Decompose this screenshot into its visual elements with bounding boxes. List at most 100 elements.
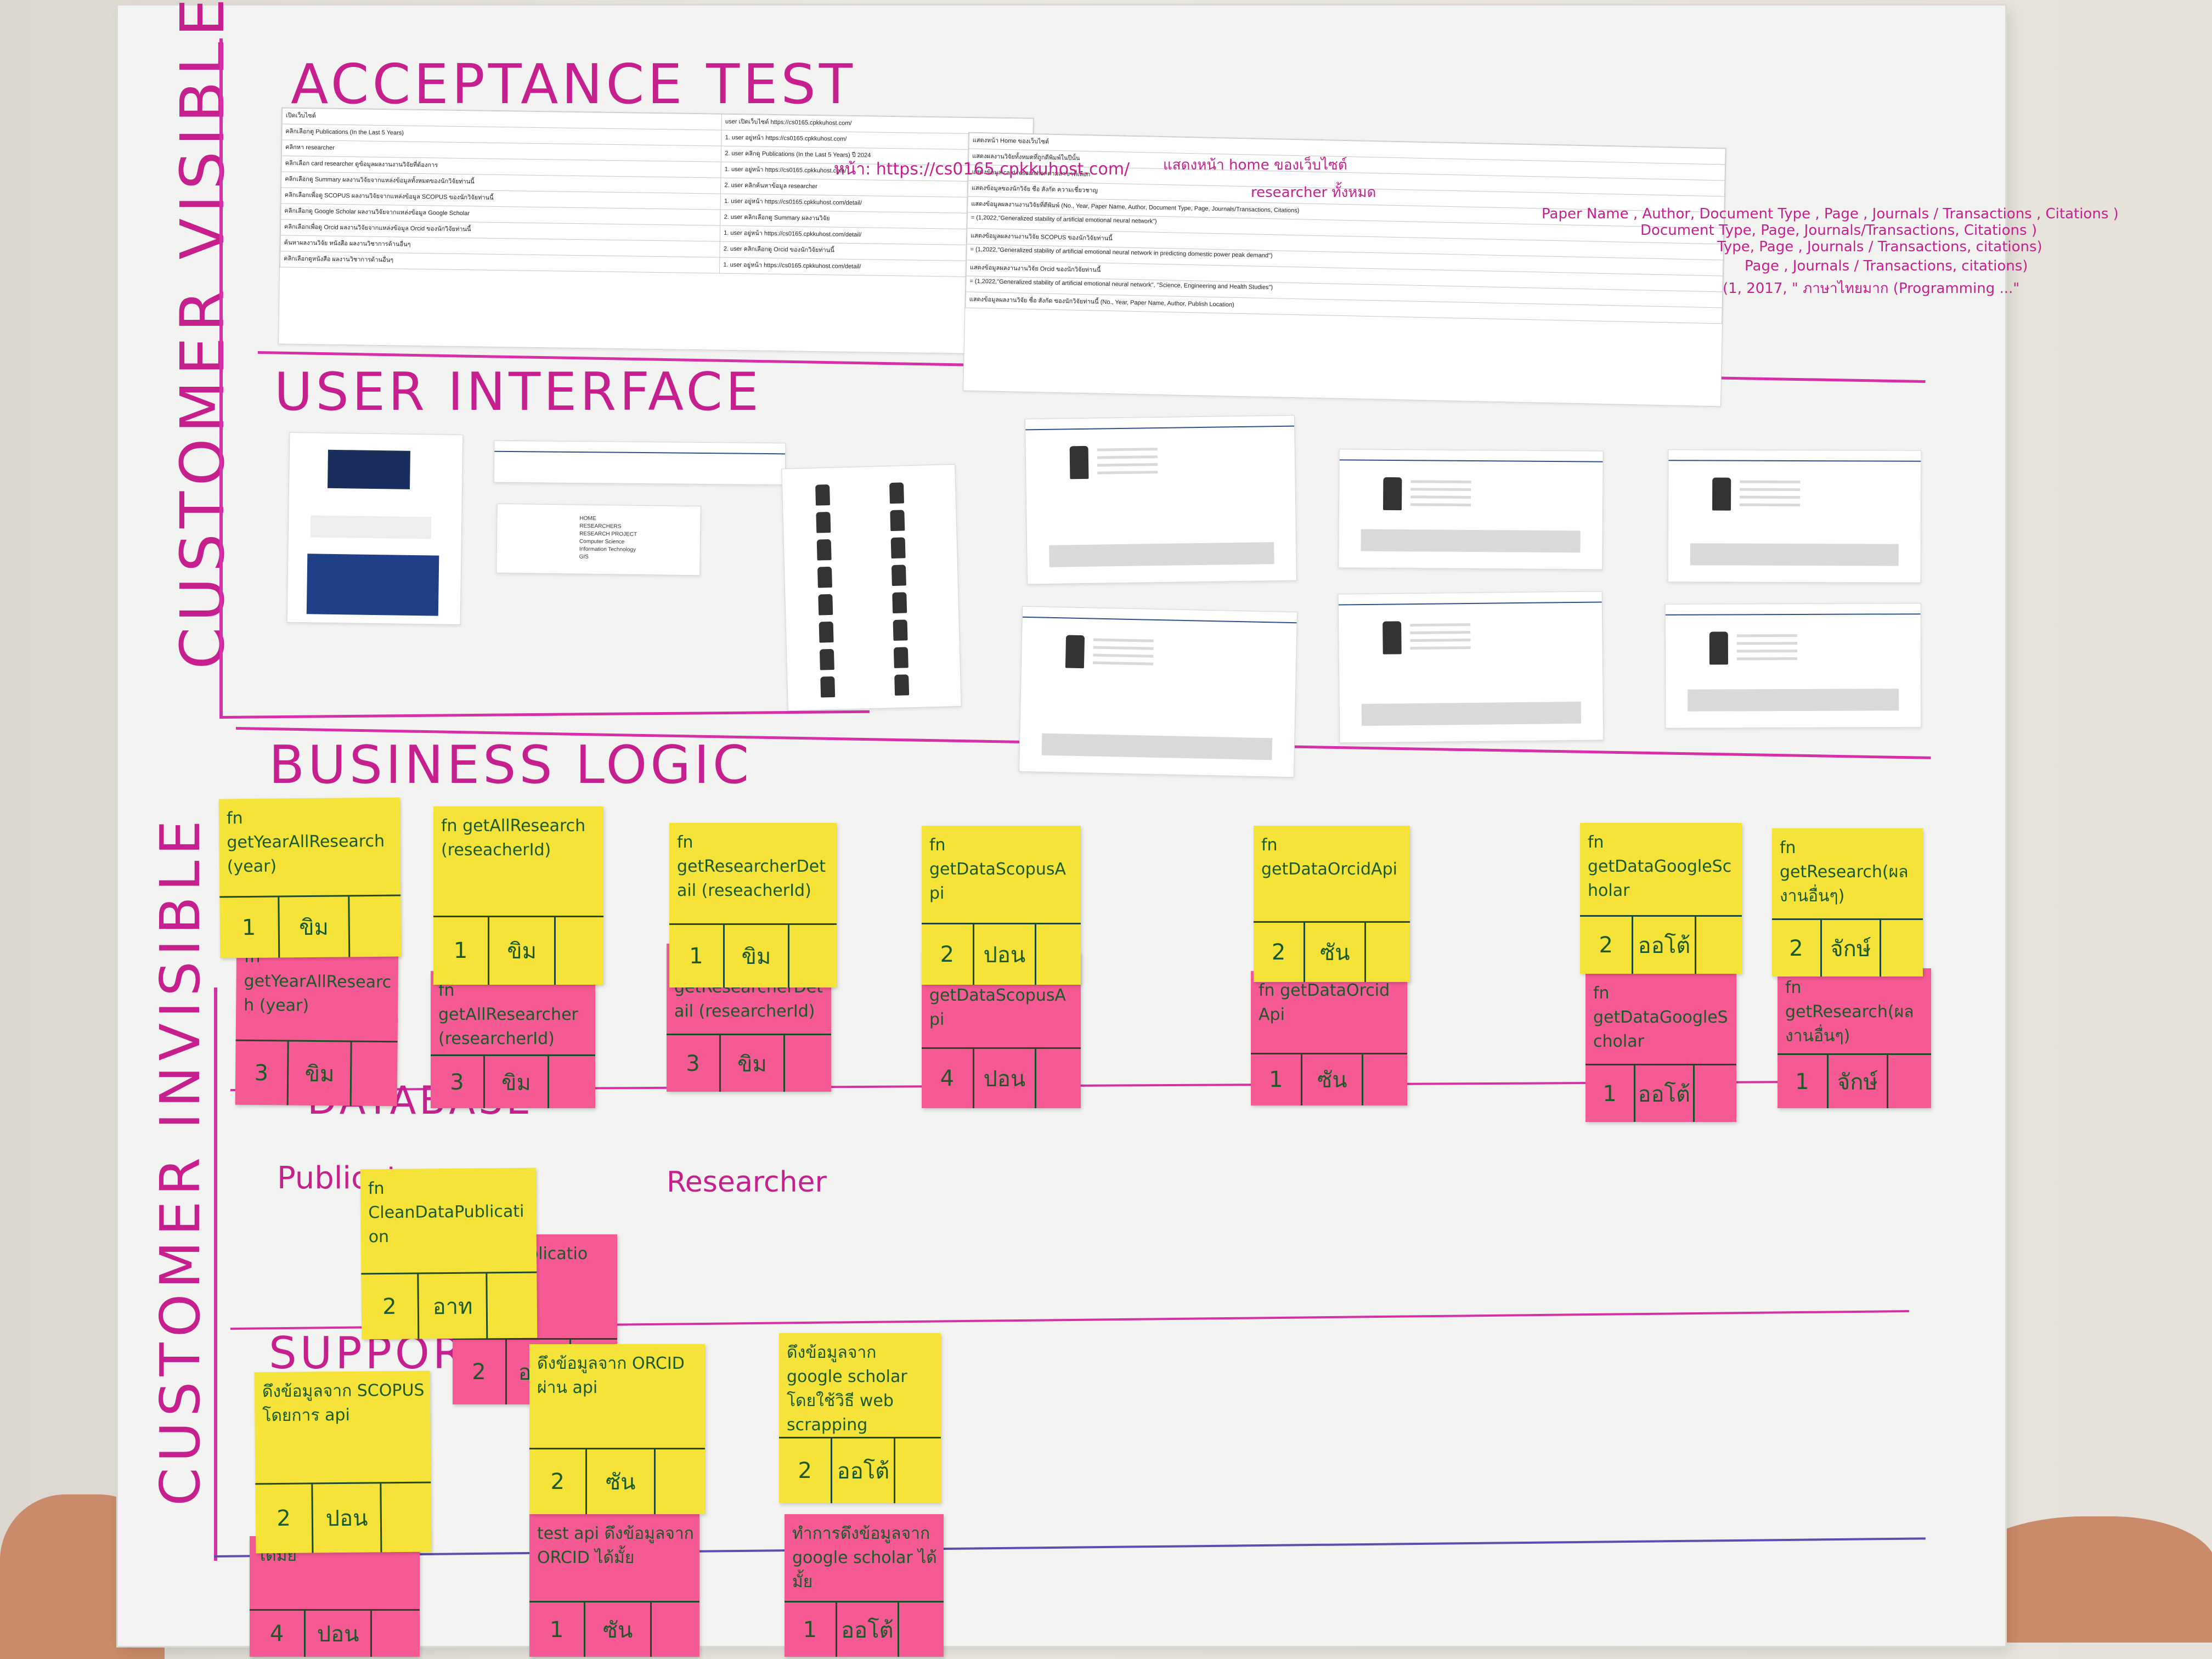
shot-text-line (1740, 503, 1801, 507)
note-owner: ขิม (489, 917, 556, 985)
researcher-photo (1709, 631, 1728, 665)
shot-text-line (1740, 488, 1801, 492)
note-priority: 2 (922, 924, 974, 985)
support-note-3: ดึงข้อมูลจาก google scholar โดยใช้วิธี w… (779, 1333, 941, 1503)
researcher-photo (816, 511, 831, 533)
shot-header (1668, 450, 1921, 462)
shot-text-line (1410, 623, 1471, 627)
note-blank-cell (1036, 1049, 1081, 1108)
shot-text-line (1097, 448, 1158, 452)
menu-gis: GIS (579, 554, 589, 560)
shot-text-line (1097, 471, 1158, 475)
note-priority: 1 (669, 925, 725, 988)
frame-vertical-bottom (214, 988, 217, 1561)
shot-table (1361, 701, 1582, 726)
note-owner: ซัน (585, 1602, 652, 1657)
note-blank-cell (656, 1449, 705, 1514)
acceptance-table-1: เปิดเว็บไซต์user เปิดเว็บไซต์ https://cs… (280, 108, 1034, 278)
researcher-photo (820, 676, 836, 698)
note-title: fn getResearch(ผลงานอื่นๆ) (1780, 838, 1909, 906)
shot-text-line (1410, 639, 1471, 642)
note-owner: ปอน (306, 1611, 372, 1657)
note-priority: 1 (529, 1602, 586, 1657)
note-owner: ซัน (1305, 922, 1367, 982)
note-priority: 3 (235, 1041, 290, 1105)
note-owner: ปอน (974, 1048, 1036, 1108)
note-title: fn CleanDataPublication (368, 1179, 524, 1247)
note-blank-cell (1696, 917, 1742, 974)
note-owner: จักษ์ (1829, 1055, 1888, 1108)
note-owner: ปอน (313, 1483, 382, 1553)
note-owner: ออโต้ (1635, 1065, 1695, 1122)
ui-shot-detail-6 (1664, 603, 1922, 729)
note-priority: 2 (529, 1449, 588, 1514)
ui-shot-home (286, 432, 464, 625)
note-priority: 4 (250, 1611, 306, 1657)
researcher-photo (889, 482, 904, 504)
shot-header (1338, 591, 1602, 606)
ui-shot-detail-4 (1018, 606, 1298, 778)
note-owner: ซัน (1302, 1054, 1364, 1105)
note-blank-cell (1888, 1055, 1931, 1108)
shot-text-line (1410, 631, 1471, 635)
note-blank-cell (549, 1056, 595, 1108)
note-priority: 2 (453, 1340, 507, 1404)
note-blank-cell (352, 1042, 398, 1107)
shot-text-line (1097, 463, 1158, 467)
note-blank-cell (895, 1438, 941, 1503)
researcher-photo (1065, 635, 1085, 669)
shot-text-line (1740, 480, 1801, 484)
researcher-photo (818, 594, 833, 616)
note-blank-cell (487, 1273, 537, 1339)
note-owner: ซัน (587, 1449, 656, 1514)
note-owner: ขิม (279, 896, 351, 958)
note-priority: 1 (785, 1602, 837, 1657)
note-blank-cell (789, 925, 837, 988)
note-priority: 2 (361, 1274, 420, 1340)
shot-text-line (1093, 661, 1154, 665)
note-blank-cell (349, 896, 401, 957)
shot-text-line (1410, 480, 1471, 484)
note-title: ทำการดึงข้อมูลจาก google scholar ได้มั้ย (792, 1524, 937, 1592)
shot-text-line (1097, 455, 1158, 459)
frame-vertical-top (219, 38, 223, 719)
scribble-row-5: (1, 2017, " ภาษาไทยมาก (Programming ..." (1723, 280, 2020, 297)
note-blank-cell (1036, 924, 1081, 985)
shot-header (1339, 449, 1603, 462)
note-title: fn getYearAllResearch (year) (226, 809, 385, 877)
ui-shot-navbar (493, 440, 786, 486)
note-blank-cell (785, 1035, 831, 1092)
note-priority: 1 (433, 917, 490, 985)
shot-table (1041, 733, 1273, 760)
note-owner: ขิม (289, 1041, 353, 1106)
researcher-photo (1383, 477, 1402, 511)
note-title: fn getDataGoogleScholar (1593, 984, 1728, 1051)
note-title: fn getAllResearch (reseacherId) (441, 816, 586, 860)
menu-list: HOME RESEARCHERS RESEARCH PROJECT Comput… (579, 515, 637, 562)
note-blank-cell (1881, 920, 1923, 977)
researcher-photo (1383, 621, 1402, 654)
menu-cs: Computer Science (579, 538, 625, 545)
note-owner: ออโต้ (832, 1438, 896, 1503)
note-owner: ขิม (725, 925, 790, 988)
note-blank-cell (652, 1602, 699, 1657)
scribble-home: แสดงหน้า home ของเว็บไซต์ (1163, 157, 1347, 173)
note-priority: 1 (1778, 1055, 1829, 1108)
menu-home: HOME (579, 515, 596, 522)
